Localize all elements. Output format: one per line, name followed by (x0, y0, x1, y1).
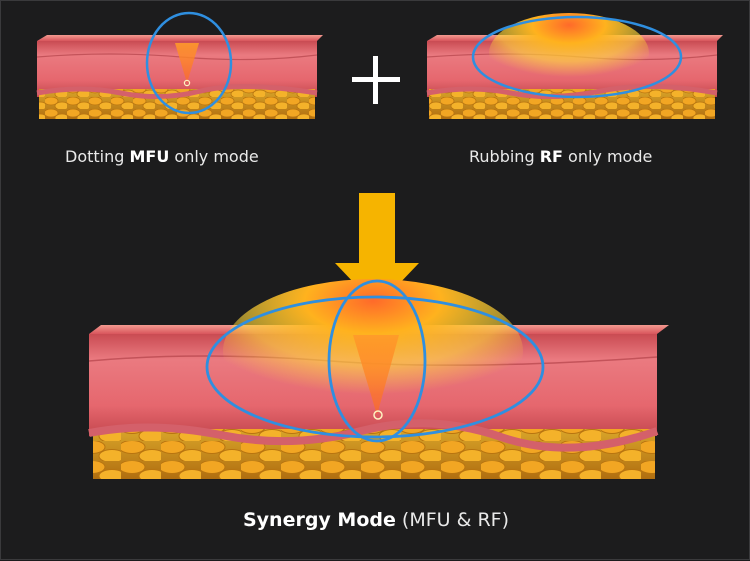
rf-caption-suffix: only mode (562, 147, 653, 166)
mfu-caption-prefix: Dotting (65, 147, 130, 166)
synergy-caption-suffix: (MFU & RF) (395, 509, 510, 531)
synergy-caption-bold: Synergy Mode (242, 509, 396, 531)
mfu-highlight-ellipse (145, 11, 233, 115)
synergy-mode-caption: Synergy Mode (MFU & RF) (1, 509, 750, 531)
mfu-mode-caption: Dotting MFU only mode (65, 147, 259, 166)
synergy-focal-cone (353, 335, 399, 415)
mfu-skin-block (36, 11, 323, 119)
rf-mode-caption: Rubbing RF only mode (469, 147, 652, 166)
rf-caption-prefix: Rubbing (469, 147, 540, 166)
synergy-rf-ellipse (205, 295, 545, 439)
mfu-caption-bold: MFU (129, 147, 170, 166)
rf-highlight-ellipse (471, 15, 683, 99)
rf-heat-zone (489, 13, 649, 93)
synergy-mfu-ellipse (327, 279, 427, 443)
synergy-skin-block (88, 279, 669, 479)
mfu-focal-cone (175, 43, 199, 83)
mfu-caption-suffix: only mode (169, 147, 259, 166)
plus-icon (352, 56, 400, 104)
rf-skin-block (426, 13, 723, 119)
rf-caption-bold: RF (539, 147, 563, 166)
